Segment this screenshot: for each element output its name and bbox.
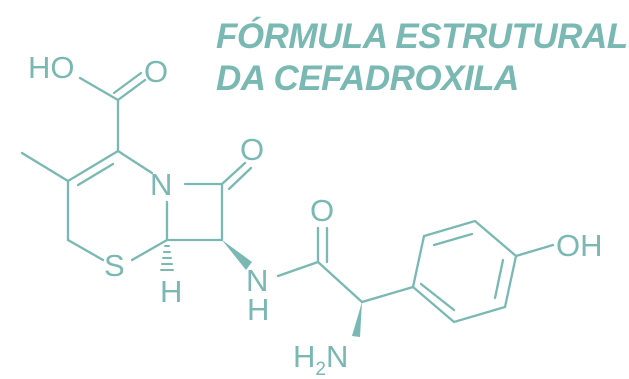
- bond-cooh-oh: [78, 76, 120, 102]
- bond-calpha-ring: [360, 285, 415, 304]
- wedge-c7-nh: [222, 240, 252, 270]
- title-line-1: FÓRMULA ESTRUTURAL: [216, 17, 628, 56]
- atom-n-ring: N: [150, 167, 172, 202]
- atom-o-amide: O: [310, 193, 334, 228]
- bond-c8-o-b: [227, 166, 253, 191]
- figure-title: FÓRMULA ESTRUTURAL DA CEFADROXILA: [216, 16, 628, 100]
- atom-nh2-n: N: [326, 339, 348, 374]
- bond-ring-oh: [514, 243, 555, 258]
- bond-camide-calpha: [316, 260, 364, 304]
- atom-h-amide: H: [247, 292, 269, 327]
- bond-cooh-o-b: [112, 71, 143, 95]
- bond-c8-o-a: [220, 161, 247, 186]
- atom-o-acid: O: [144, 54, 168, 89]
- bond-cooh-o-a: [116, 78, 147, 102]
- atom-oh-acid: HO: [28, 50, 75, 85]
- bond-nh-camide: [276, 260, 320, 278]
- bond-c2-c3: [66, 149, 120, 183]
- atom-s-ring: S: [104, 248, 125, 283]
- atom-n-amide: N: [246, 263, 268, 298]
- bond-c2-c3-inner: [76, 162, 115, 187]
- atom-nh2-sub: 2: [315, 359, 326, 379]
- atom-oh-phenol: OH: [556, 228, 603, 263]
- atom-nh2: H2N: [293, 339, 348, 379]
- bond-s-c6: [130, 238, 169, 262]
- phenyl-inner-2: [493, 258, 505, 300]
- bond-c3-methyl: [20, 151, 70, 183]
- phenyl-inner-1: [432, 232, 474, 247]
- bond-c2-n: [116, 149, 154, 175]
- title-line-2: DA CEFADROXILA: [216, 59, 519, 98]
- phenyl-inner-3: [419, 282, 456, 312]
- wedge-calpha-nh2: [352, 302, 362, 337]
- bond-c4-s: [66, 238, 105, 262]
- atom-o-lactam: O: [240, 132, 264, 167]
- atom-h-stereo: H: [160, 274, 182, 309]
- atom-nh2-h: H: [293, 339, 315, 374]
